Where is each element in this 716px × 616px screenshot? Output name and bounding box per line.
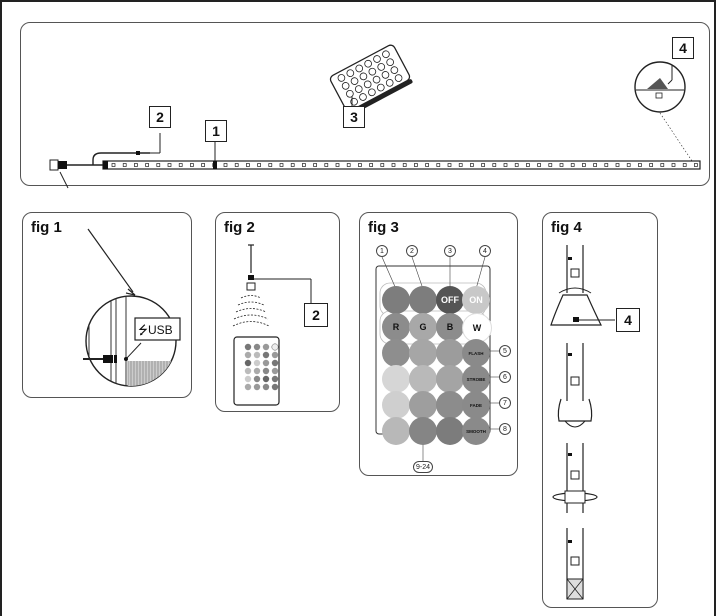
usb-plug-icon	[49, 159, 103, 189]
remote-button-row1-3: ON	[462, 286, 490, 314]
remote-color-button	[382, 417, 410, 445]
step-1	[550, 245, 615, 326]
remote-color-button	[382, 365, 410, 393]
callout-1: 1	[205, 120, 227, 142]
remote-button-row1-2: OFF	[436, 286, 464, 314]
remote-strobe-button: STROBE	[462, 365, 490, 393]
callout-number-6: 6	[499, 371, 511, 383]
remote-flash-button: FLASH	[462, 339, 490, 367]
sensor-detail-icon	[634, 61, 693, 162]
fig4-title: fig 4	[551, 219, 582, 236]
callout-number-8: 8	[499, 423, 511, 435]
fig2-panel: fig 2 2	[215, 212, 340, 412]
remote-color-button	[409, 339, 437, 367]
callout-number-2: 2	[406, 245, 418, 257]
fig2-title: fig 2	[224, 219, 255, 236]
fig4-drawing	[550, 245, 615, 600]
callout-2: 2	[149, 106, 171, 128]
remote-smooth-button: SMOOTH	[462, 417, 490, 445]
remote-color-button	[409, 365, 437, 393]
remote-color-button	[382, 339, 410, 367]
remote-color-button	[382, 391, 410, 419]
step-4	[566, 528, 584, 600]
callout-number-3: 3	[444, 245, 456, 257]
callout-number-range: 9-24	[413, 461, 433, 473]
remote-control-icon	[329, 44, 413, 116]
remote-button-row1-0	[382, 286, 410, 314]
remote-button-b: B	[436, 313, 464, 341]
remote-color-button	[436, 417, 464, 445]
fig4-callout: 4	[616, 308, 640, 332]
callout-3: 3	[343, 106, 365, 128]
fig4-panel: fig 4	[542, 212, 658, 608]
fig2-callout: 2	[304, 303, 328, 327]
callout-4: 4	[672, 37, 694, 59]
fig2-drawing	[232, 244, 312, 406]
fig1-title: fig 1	[31, 219, 62, 236]
led-strip	[102, 160, 701, 170]
remote-color-button	[436, 365, 464, 393]
remote-color-button	[409, 391, 437, 419]
step-2	[557, 343, 593, 428]
callout-number-4: 4	[479, 245, 491, 257]
overview-drawing	[49, 44, 701, 189]
callout-number-1: 1	[376, 245, 388, 257]
fig1-drawing	[83, 228, 181, 387]
usb-icon: ⭍	[138, 323, 148, 337]
remote-color-button	[436, 339, 464, 367]
remote-fade-button: FADE	[462, 391, 490, 419]
usb-label: ⭍USB	[138, 323, 173, 337]
remote-button-row1-1	[409, 286, 437, 314]
remote-button-g: G	[409, 313, 437, 341]
callout-number-7: 7	[499, 397, 511, 409]
callout-number-5: 5	[499, 345, 511, 357]
remote-color-button	[409, 417, 437, 445]
cable	[92, 133, 216, 165]
step-3	[552, 443, 598, 513]
remote-button-r: R	[382, 313, 410, 341]
fig1-panel: fig 1 ⭍USB	[22, 212, 192, 398]
remote-color-button	[436, 391, 464, 419]
fig3-title: fig 3	[368, 219, 399, 236]
